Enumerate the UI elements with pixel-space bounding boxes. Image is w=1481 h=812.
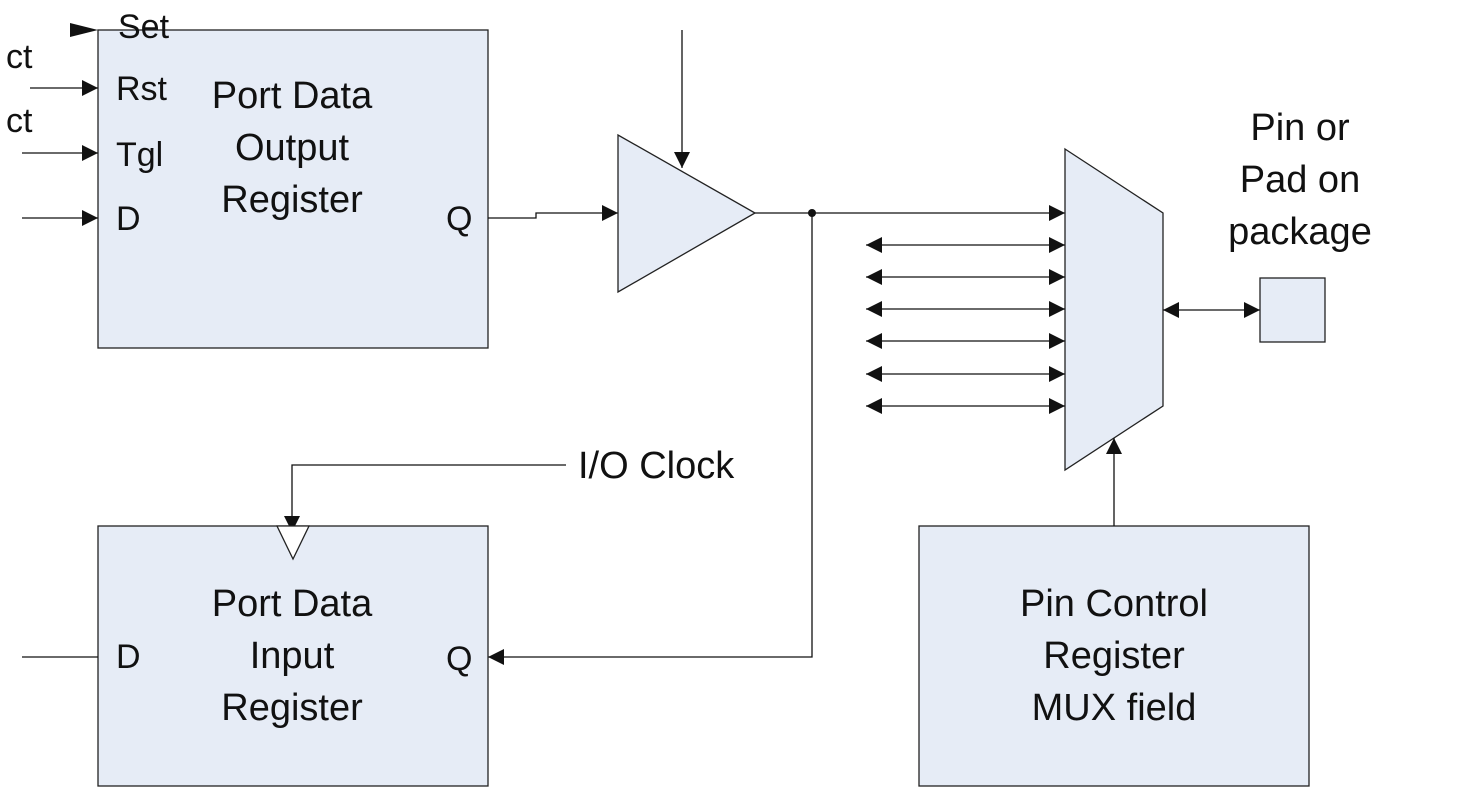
input-register-title-line3: Register [221, 687, 363, 729]
input-register-q-pin: Q [446, 640, 472, 678]
output-register-title-line2: Output [235, 127, 350, 169]
q-to-buffer-wire [488, 205, 618, 221]
output-register-block [97, 29, 489, 349]
output-register-tgl-pin: Tgl [116, 136, 163, 174]
output-register-q-pin: Q [446, 200, 472, 238]
input-register-title-line1: Port Data [212, 583, 373, 625]
pin-control-register-block [918, 525, 1310, 787]
output-register-set-pin: Set [118, 8, 170, 46]
left-input-label-1: ct [6, 38, 33, 76]
clock-input-triangle [275, 525, 311, 561]
output-register-rst-pin: Rst [116, 70, 168, 108]
package-pad [1259, 277, 1326, 343]
feedback-wire [488, 213, 813, 665]
pad-label-line2: Pad on [1240, 159, 1360, 201]
input-register-block [97, 525, 489, 787]
output-buffer [617, 133, 757, 294]
output-register-title-line1: Port Data [212, 75, 373, 117]
left-input-label-2: ct [6, 102, 33, 140]
io-clock-label: I/O Clock [578, 445, 735, 487]
pin-control-title-line3: MUX field [1032, 687, 1197, 729]
set-input-arrow [70, 23, 98, 37]
pin-control-title-line1: Pin Control [1020, 583, 1208, 625]
pad-label-line3: package [1228, 211, 1372, 253]
pin-mux [1064, 147, 1164, 472]
pin-control-title-line2: Register [1043, 635, 1185, 677]
output-register-d-pin: D [116, 200, 141, 238]
output-register-title-line3: Register [221, 179, 363, 221]
pad-label-line1: Pin or [1250, 107, 1350, 149]
input-register-title-line2: Input [250, 635, 335, 677]
input-register-d-pin: D [116, 638, 141, 676]
io-clock-wire [284, 464, 566, 532]
